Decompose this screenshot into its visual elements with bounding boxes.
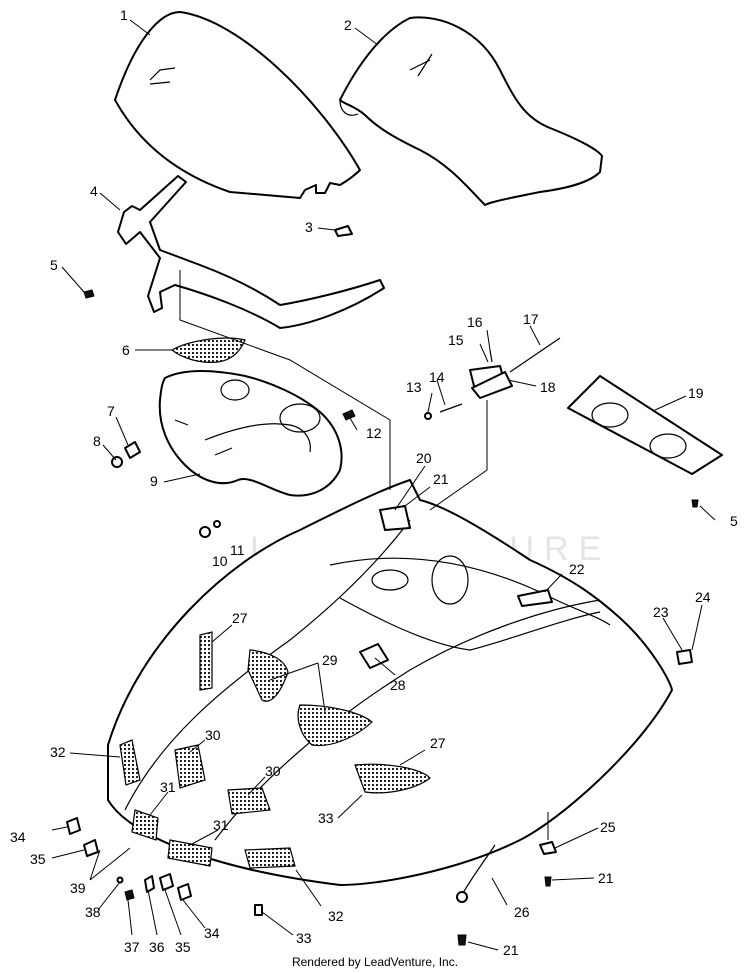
callout-35-right: 35 bbox=[175, 939, 191, 955]
screw-5 bbox=[83, 289, 95, 299]
clip-23 bbox=[676, 649, 693, 665]
pin-16 bbox=[489, 349, 493, 363]
vent-31-left bbox=[131, 809, 159, 841]
callout-35-left: 35 bbox=[30, 851, 46, 867]
callout-38: 38 bbox=[85, 904, 101, 920]
callout-29: 29 bbox=[322, 652, 338, 668]
callout-39: 39 bbox=[70, 880, 86, 896]
callout-31-upper: 31 bbox=[160, 779, 176, 795]
latch-base-18 bbox=[471, 371, 513, 399]
callout-30-lower: 30 bbox=[265, 763, 281, 779]
callout-21-lower: 21 bbox=[503, 942, 519, 958]
callout-27-upper: 27 bbox=[232, 610, 248, 626]
grommet-33 bbox=[254, 904, 263, 916]
vent-32-right bbox=[244, 847, 296, 869]
callout-16: 16 bbox=[467, 314, 483, 330]
strap-end-26 bbox=[456, 891, 468, 903]
callout-5b: 5 bbox=[730, 513, 738, 529]
vent-31-right bbox=[167, 839, 213, 867]
washer-13 bbox=[424, 412, 432, 420]
clip-34-left bbox=[66, 817, 81, 835]
callout-24: 24 bbox=[695, 589, 711, 605]
windshield-bracket bbox=[117, 175, 385, 329]
headlight-housing bbox=[158, 370, 343, 497]
screw-21-b bbox=[457, 934, 467, 946]
callout-34-right: 34 bbox=[204, 925, 220, 941]
washer-11 bbox=[213, 520, 221, 528]
callout-26: 26 bbox=[514, 904, 530, 920]
callout-22: 22 bbox=[569, 561, 585, 577]
vent-32-left bbox=[119, 739, 141, 786]
nut-10 bbox=[199, 526, 211, 538]
nut-8 bbox=[111, 456, 123, 468]
callout-19: 19 bbox=[688, 385, 704, 401]
callout-1: 1 bbox=[120, 7, 128, 23]
callout-2: 2 bbox=[344, 17, 352, 33]
clip-25 bbox=[539, 841, 557, 855]
callout-13: 13 bbox=[406, 379, 422, 395]
vent-29-lower bbox=[297, 704, 373, 747]
callout-32-left: 32 bbox=[50, 744, 66, 760]
screw-12 bbox=[342, 409, 356, 421]
callout-25: 25 bbox=[600, 819, 616, 835]
callout-6: 6 bbox=[122, 342, 130, 358]
callout-17: 17 bbox=[523, 311, 539, 327]
callout-23: 23 bbox=[653, 604, 669, 620]
spring-14 bbox=[439, 403, 463, 413]
callout-31-lower: 31 bbox=[213, 817, 229, 833]
clip-34-right bbox=[177, 883, 192, 901]
windshield bbox=[114, 11, 361, 199]
clip-35-left bbox=[83, 839, 99, 857]
callout-28: 28 bbox=[390, 677, 406, 693]
callout-5: 5 bbox=[50, 257, 58, 273]
vent-27-upper bbox=[199, 631, 213, 691]
washer-38 bbox=[116, 876, 124, 884]
callout-labels: 1 2 3 4 5 6 7 8 9 10 11 12 13 14 15 16 1… bbox=[10, 7, 738, 958]
bracket-36 bbox=[144, 875, 155, 893]
callout-21-mid: 21 bbox=[598, 870, 614, 886]
callout-20: 20 bbox=[416, 450, 432, 466]
callout-14: 14 bbox=[429, 369, 445, 385]
callout-32-right: 32 bbox=[328, 908, 344, 924]
callout-12: 12 bbox=[366, 425, 382, 441]
rod-17 bbox=[509, 337, 561, 373]
screw-21-a bbox=[544, 876, 552, 887]
clip-35-right bbox=[159, 873, 174, 891]
callout-33-lower: 33 bbox=[296, 930, 312, 946]
callout-15: 15 bbox=[448, 332, 464, 348]
callout-34-left: 34 bbox=[10, 829, 26, 845]
vent-30-left bbox=[174, 744, 206, 789]
vent-30-right bbox=[227, 787, 271, 815]
callout-36: 36 bbox=[149, 939, 165, 955]
seat bbox=[339, 16, 603, 206]
strap-26 bbox=[461, 844, 496, 896]
callout-37: 37 bbox=[124, 939, 140, 955]
callout-8: 8 bbox=[93, 433, 101, 449]
screw-37 bbox=[124, 889, 135, 901]
callout-10: 10 bbox=[212, 553, 228, 569]
leader-lines bbox=[51, 19, 716, 951]
callout-7: 7 bbox=[107, 403, 115, 419]
callout-27-lower: 27 bbox=[430, 735, 446, 751]
callout-9: 9 bbox=[150, 473, 158, 489]
screw-5b bbox=[691, 499, 699, 508]
vent-29-upper bbox=[247, 649, 289, 702]
callout-3: 3 bbox=[305, 219, 313, 235]
hood bbox=[107, 479, 673, 886]
vent-27-lower bbox=[354, 763, 431, 794]
callout-4: 4 bbox=[90, 183, 98, 199]
bracket-7 bbox=[124, 441, 141, 459]
clip-3 bbox=[334, 225, 353, 237]
callout-33-upper: 33 bbox=[318, 810, 334, 826]
footer-credit: Rendered by LeadVenture, Inc. bbox=[291, 955, 459, 969]
plate-19 bbox=[567, 375, 723, 475]
foam-pad-6 bbox=[170, 337, 246, 363]
callout-30-upper: 30 bbox=[205, 727, 221, 743]
callout-18: 18 bbox=[540, 379, 556, 395]
callout-11: 11 bbox=[230, 542, 245, 558]
callout-21: 21 bbox=[433, 471, 449, 487]
